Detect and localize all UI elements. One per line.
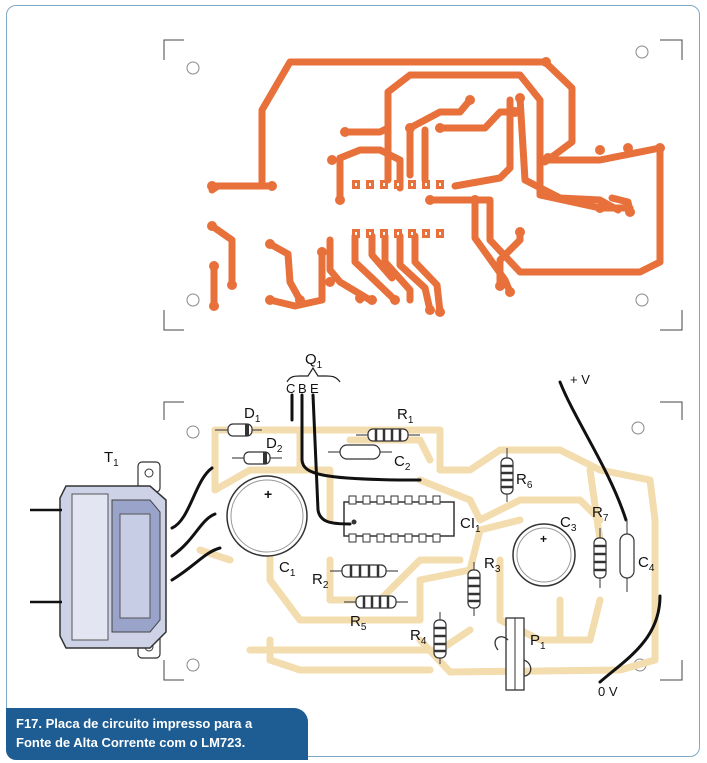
label-pin-c: C [286, 381, 295, 396]
potentiometer-p1 [494, 617, 532, 691]
capacitor-c1: + [226, 475, 308, 557]
component-layout: + + [30, 351, 683, 699]
label-r6: R6 [516, 471, 533, 491]
label-q1: Q1 [305, 351, 323, 371]
mounting-hole [186, 61, 200, 75]
label-ci1: CI1 [460, 515, 481, 535]
resistor-r6 [500, 448, 514, 502]
label-r1: R1 [397, 406, 414, 426]
label-plus-v: + V [570, 372, 590, 387]
label-c4: C4 [638, 554, 655, 574]
label-d1: D1 [244, 405, 261, 425]
label-pin-b: B [298, 381, 307, 396]
resistor-r7 [593, 528, 607, 588]
svg-text:+: + [264, 486, 272, 502]
diode-d1 [215, 423, 262, 437]
capacitor-c2 [328, 444, 392, 460]
label-r3: R3 [484, 555, 501, 575]
label-c3: C3 [560, 514, 577, 534]
label-r5: R5 [350, 613, 367, 633]
figure-caption: F17. Placa de circuito impresso para a F… [6, 708, 308, 760]
label-t1: T1 [104, 449, 119, 469]
mounting-hole [186, 293, 200, 307]
resistor-r1 [356, 428, 420, 442]
mounting-hole [635, 293, 649, 307]
transformer-t1 [30, 461, 167, 659]
resistor-r5 [344, 595, 408, 609]
capacitor-c3: + [512, 523, 576, 587]
q1-bracket [286, 366, 341, 383]
label-r7: R7 [592, 504, 609, 524]
capacitor-c4 [619, 520, 635, 592]
mounting-hole [186, 425, 200, 439]
caption-line-1: F17. Placa de circuito impresso para a [16, 716, 253, 731]
label-pin-e: E [310, 381, 319, 396]
resistor-r4 [433, 612, 447, 664]
resistor-r3 [467, 562, 481, 616]
caption-line-2: Fonte de Alta Corrente com o LM723. [16, 735, 246, 750]
copper-layout [163, 39, 683, 331]
resistor-r2 [330, 564, 398, 578]
label-c1: C1 [279, 559, 296, 579]
ic-ci1 [343, 495, 455, 543]
mounting-hole [186, 658, 200, 672]
label-d2: D2 [266, 435, 283, 455]
label-r2: R2 [312, 571, 329, 591]
diode-d2 [232, 451, 282, 465]
label-p1: P1 [530, 632, 546, 652]
label-c2: C2 [394, 453, 411, 473]
svg-text:+: + [540, 532, 547, 546]
label-r4: R4 [410, 627, 427, 647]
label-zero-v: 0 V [598, 684, 618, 699]
mounting-hole [635, 45, 649, 59]
mounting-hole [631, 421, 645, 435]
